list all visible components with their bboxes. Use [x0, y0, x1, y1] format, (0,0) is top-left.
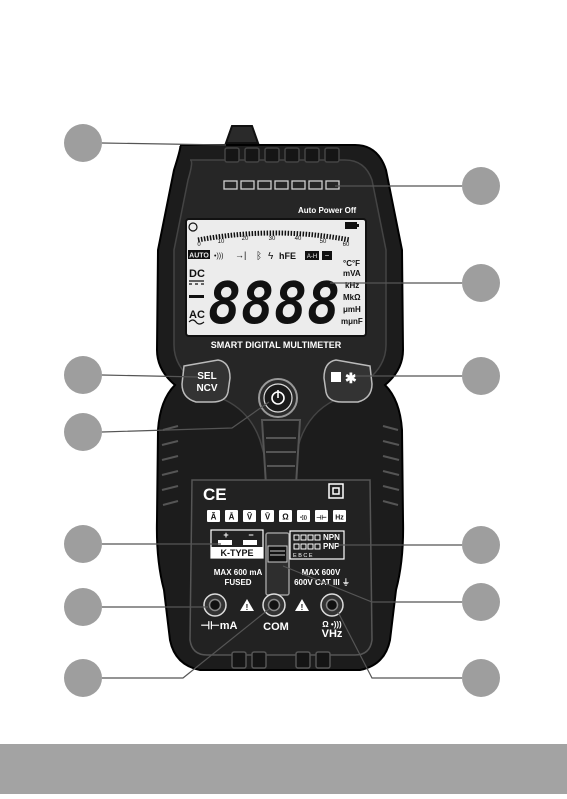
- cat-rating: 600V CAT III ⏚: [294, 578, 350, 587]
- bargraph-tick: 50: [320, 239, 327, 245]
- hold-icon: [331, 372, 341, 382]
- max-ma-rating: MAX 600 mA: [214, 568, 263, 577]
- func-dc-voltage: V̄: [265, 513, 271, 522]
- unit-mva: mVA: [343, 269, 361, 278]
- callout-marker: [64, 659, 102, 697]
- bargraph-tick: 0: [197, 242, 201, 248]
- double-insulation-icon: [328, 483, 344, 499]
- auto-annunciator: AUTO: [189, 253, 209, 260]
- callout-marker: [64, 413, 102, 451]
- unit-temperature: °C°F: [343, 259, 360, 268]
- func-dc-current: Ā: [229, 513, 235, 522]
- voltage-input-jack[interactable]: [320, 593, 344, 617]
- pnp-label: PNP: [323, 542, 340, 551]
- ebce-label: E B C E: [293, 553, 313, 559]
- callout-marker: [462, 583, 500, 621]
- ac-annunciator: AC: [189, 309, 205, 321]
- callout-markers: [64, 124, 500, 697]
- callout-marker: [64, 525, 102, 563]
- sel-ncv-button[interactable]: SEL NCV: [181, 359, 231, 403]
- callout-marker: [462, 659, 500, 697]
- func-resistance: Ω: [282, 513, 289, 522]
- ce-mark: CE: [203, 485, 227, 504]
- func-ac-voltage: Ṽ: [247, 513, 253, 522]
- footer-bar: [0, 744, 567, 794]
- high-voltage-icon: ϟ: [268, 251, 274, 262]
- fused-rating: FUSED: [224, 578, 251, 587]
- bluetooth-icon: ᛒ: [256, 251, 262, 262]
- callout-marker: [462, 526, 500, 564]
- ncv-label: NCV: [196, 383, 217, 394]
- power-icon: [271, 390, 285, 405]
- k-type-label: K-TYPE: [220, 548, 253, 558]
- com-jack-label: COM: [263, 621, 289, 633]
- func-continuity: •))): [300, 515, 307, 521]
- bargraph-tick: 40: [295, 236, 302, 242]
- ma-input-jack[interactable]: [203, 593, 227, 617]
- max-v-rating: MAX 600V: [302, 568, 341, 577]
- func-ac-current: Ã: [211, 513, 217, 522]
- backlight-icon: ✱: [345, 370, 357, 386]
- v-jack-label-bottom: VHz: [322, 628, 343, 640]
- bargraph-tick: 10: [218, 239, 225, 245]
- dc-annunciator: DC: [189, 268, 205, 280]
- sel-label: SEL: [197, 371, 216, 382]
- v-jack-label-top: Ω •))): [322, 620, 342, 629]
- timer-icon: [188, 222, 198, 232]
- callout-leaders: [101, 142, 462, 679]
- callout-marker: [462, 357, 500, 395]
- func-capacitance: ⊣⊢: [316, 514, 326, 522]
- callout-marker: [64, 124, 102, 162]
- function-symbols: Ã Ā Ṽ V̄ Ω •))) ⊣⊢ Hz: [207, 510, 346, 522]
- battery-icon: [345, 222, 357, 229]
- main-digits: 8888: [208, 269, 340, 337]
- bargraph-tick: 20: [242, 236, 249, 242]
- lcd-display: 0 10 20 30 40 50 60 AUTO •))) →| ᛒ ϟ hFE…: [185, 218, 367, 337]
- hfe-annunciator: hFE: [279, 251, 296, 261]
- negative-sign: [189, 295, 204, 298]
- ma-jack-label: ⊣⊢mA: [201, 619, 238, 632]
- k-type-minus: −: [248, 530, 253, 540]
- auto-power-off-label: Auto Power Off: [298, 206, 357, 215]
- backlight-hold-button[interactable]: ✱: [323, 359, 373, 403]
- diode-icon: →|: [235, 250, 246, 260]
- unit-umunf: mμnF: [341, 317, 363, 326]
- func-frequency: Hz: [335, 515, 344, 522]
- com-input-jack[interactable]: [262, 593, 286, 617]
- model-label: SMART DIGITAL MULTIMETER: [211, 340, 342, 350]
- warning-icon: !: [295, 599, 309, 612]
- minus-annunciator: −: [325, 251, 330, 260]
- callout-marker: [462, 264, 500, 302]
- callout-marker: [64, 356, 102, 394]
- k-type-plus: +: [223, 530, 228, 540]
- svg-text:!: !: [301, 603, 304, 612]
- warning-icon: !: [240, 599, 254, 612]
- callout-marker: [64, 588, 102, 626]
- ah-annunciator: A-H: [307, 254, 317, 260]
- npn-label: NPN: [323, 533, 340, 542]
- svg-text:!: !: [246, 603, 249, 612]
- unit-khz: kHz: [345, 281, 359, 290]
- bargraph-tick: 60: [343, 242, 350, 248]
- unit-umh: μmH: [343, 305, 361, 314]
- callout-marker: [462, 167, 500, 205]
- unit-mkohm: MkΩ: [343, 293, 361, 302]
- function-slide-switch[interactable]: [265, 532, 290, 596]
- power-button[interactable]: [258, 378, 298, 418]
- bargraph-tick: 30: [269, 236, 276, 242]
- continuity-icon: •))): [214, 253, 223, 260]
